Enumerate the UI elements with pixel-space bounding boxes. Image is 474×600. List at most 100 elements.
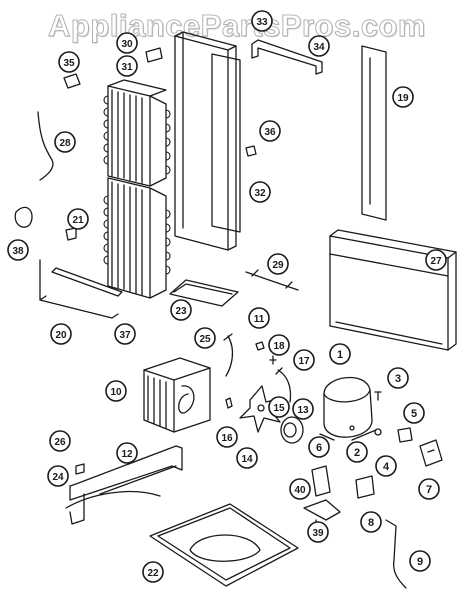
callout-circle <box>58 51 80 73</box>
callout-number: 19 <box>397 93 409 104</box>
callout-circle <box>375 455 397 477</box>
fan-bracket <box>275 367 292 403</box>
callout-34: 34 <box>308 35 330 57</box>
thermostat-clip <box>145 47 163 63</box>
callout-circle <box>142 561 164 583</box>
callout-circle <box>268 396 290 418</box>
callout-33: 33 <box>251 10 273 32</box>
callout-number: 30 <box>121 39 133 50</box>
base-frame-rail <box>69 445 183 525</box>
callout-3: 3 <box>387 367 409 389</box>
callout-17: 17 <box>293 349 315 371</box>
evaporator-coil-upper <box>107 79 167 187</box>
callout-number: 3 <box>395 373 401 385</box>
callout-number: 14 <box>241 454 253 465</box>
callout-15: 15 <box>268 396 290 418</box>
callout-number: 40 <box>294 485 306 496</box>
callout-circle <box>307 521 329 543</box>
mounting-screw <box>374 391 382 401</box>
callout-number: 27 <box>430 256 442 267</box>
callout-25: 25 <box>194 327 216 349</box>
callout-5: 5 <box>403 402 425 424</box>
foam-block <box>63 73 81 89</box>
callout-11: 11 <box>248 307 270 329</box>
callout-1: 1 <box>329 343 351 365</box>
callout-circle <box>293 349 315 371</box>
callout-number: 35 <box>63 58 75 69</box>
callout-8: 8 <box>360 511 382 533</box>
support-rail <box>51 267 123 297</box>
callout-36: 36 <box>259 120 281 142</box>
callout-29: 29 <box>267 253 289 275</box>
callout-number: 38 <box>12 246 24 257</box>
callout-circle <box>49 430 71 452</box>
callout-number: 28 <box>59 138 71 149</box>
callout-number: 32 <box>254 188 266 199</box>
grommet <box>374 428 382 436</box>
callout-circle <box>105 380 127 402</box>
callout-6: 6 <box>308 436 330 458</box>
callout-number: 24 <box>52 472 64 483</box>
callout-19: 19 <box>392 86 414 108</box>
callout-12: 12 <box>116 442 138 464</box>
callout-13: 13 <box>292 398 314 420</box>
power-cord <box>385 519 407 589</box>
callout-circle <box>248 307 270 329</box>
callout-32: 32 <box>249 181 271 203</box>
heater-wire <box>37 111 54 181</box>
callout-circle <box>425 249 447 271</box>
evaporator-coil-lower <box>107 177 167 299</box>
callout-number: 33 <box>256 17 268 28</box>
terminal-cover <box>397 427 413 443</box>
callout-number: 36 <box>264 127 276 138</box>
callout-number: 6 <box>316 442 322 454</box>
callout-number: 23 <box>175 306 187 317</box>
callout-circle <box>360 511 382 533</box>
callout-circle <box>267 253 289 275</box>
coil-return-bends <box>103 95 171 275</box>
callout-circle <box>259 120 281 142</box>
callout-number: 37 <box>119 330 131 341</box>
defrost-tray <box>169 279 239 307</box>
hex-nut <box>255 341 265 351</box>
callout-number: 1 <box>337 349 343 361</box>
evaporator-cover-panel <box>174 31 237 251</box>
callout-number: 13 <box>297 405 309 416</box>
top-bracket <box>251 39 323 75</box>
callout-number: 8 <box>368 517 374 529</box>
callout-number: 39 <box>312 528 324 539</box>
callout-circle <box>292 398 314 420</box>
callout-circle <box>116 32 138 54</box>
callout-number: 11 <box>254 314 265 325</box>
callout-circle <box>114 323 136 345</box>
callout-number: 15 <box>273 403 285 414</box>
callout-number: 20 <box>55 330 67 341</box>
callout-number: 12 <box>121 449 133 460</box>
callout-circle <box>329 343 351 365</box>
callout-18: 18 <box>268 334 290 356</box>
callout-31: 31 <box>116 55 138 77</box>
callout-circle <box>7 239 29 261</box>
watermark: AppliancePartsPros.com <box>48 8 426 44</box>
callout-circle <box>67 208 89 230</box>
heater-rail <box>39 259 119 319</box>
callout-9: 9 <box>409 550 431 572</box>
callout-circle <box>54 131 76 153</box>
callout-number: 4 <box>383 461 390 473</box>
drain-tube <box>65 490 161 509</box>
callout-circle <box>289 478 311 500</box>
callout-number: 18 <box>273 341 285 352</box>
callout-circle <box>268 334 290 356</box>
tubing-clip <box>75 463 85 475</box>
bolt <box>269 355 277 365</box>
compressor <box>319 376 377 441</box>
callout-14: 14 <box>236 447 258 469</box>
back-panel <box>211 53 241 233</box>
fan-retainer <box>225 397 233 409</box>
callout-4: 4 <box>375 455 397 477</box>
vertical-trim-strip <box>361 45 387 221</box>
callout-circle <box>308 436 330 458</box>
